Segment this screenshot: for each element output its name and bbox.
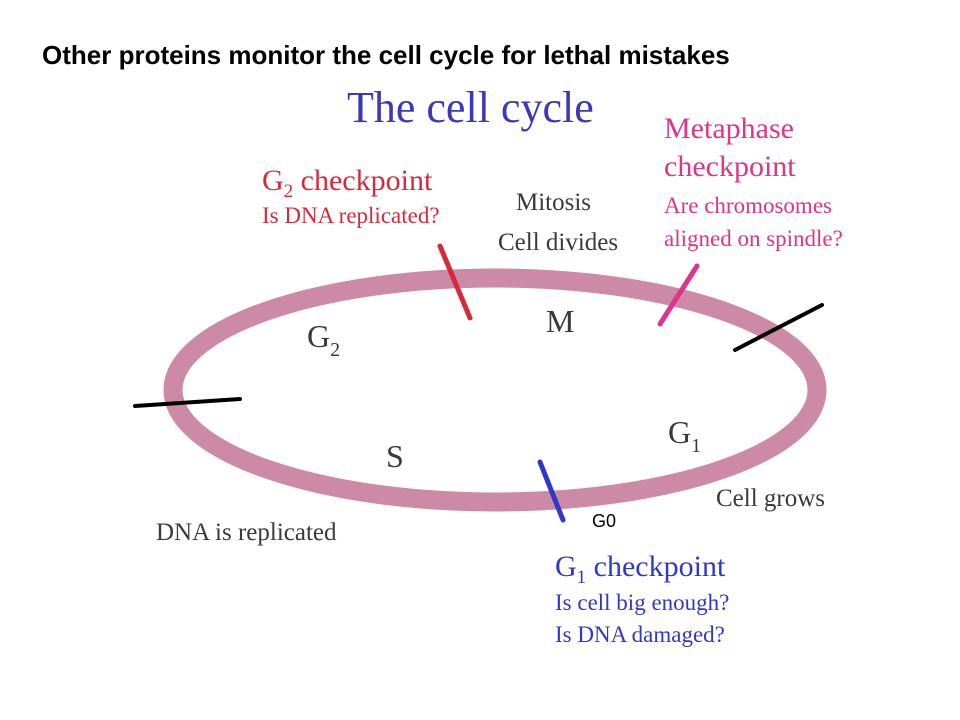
mitosis-label: Mitosis xyxy=(516,189,591,216)
diagram-heading: The cell cycle xyxy=(347,83,594,132)
g1-checkpoint-title: G1 checkpoint xyxy=(555,550,726,588)
g2-checkpoint-marker xyxy=(437,243,473,321)
metaphase-checkpoint-question1: Are chromosomes xyxy=(664,193,832,218)
cell-grows-label: Cell grows xyxy=(716,485,825,512)
phase-g1-label: G1 xyxy=(668,414,701,457)
g2-checkpoint-question: Is DNA replicated? xyxy=(262,203,440,228)
phase-s-label: S xyxy=(386,438,404,474)
phase-g2-label: G2 xyxy=(307,318,340,361)
phase-m-label: M xyxy=(546,303,574,339)
slide-title: Other proteins monitor the cell cycle fo… xyxy=(42,40,730,70)
g1-checkpoint-question1: Is cell big enough? xyxy=(555,590,729,615)
g1-checkpoint-question2: Is DNA damaged? xyxy=(555,622,725,647)
metaphase-checkpoint-question2: aligned on spindle? xyxy=(664,226,843,251)
metaphase-checkpoint-line1: Metaphase xyxy=(664,112,794,145)
g0-exit-marker xyxy=(733,303,824,352)
cell-cycle-ring xyxy=(163,268,827,512)
cell-divides-label: Cell divides xyxy=(498,229,618,256)
g2-checkpoint-title: G2 checkpoint xyxy=(262,164,433,202)
dna-replicated-label: DNA is replicated xyxy=(156,519,337,546)
metaphase-checkpoint-line2: checkpoint xyxy=(664,150,796,183)
g0-label: G0 xyxy=(592,511,616,531)
g1-checkpoint-marker xyxy=(537,459,566,523)
g0-entry-marker xyxy=(133,397,242,408)
metaphase-checkpoint-marker xyxy=(657,263,700,327)
